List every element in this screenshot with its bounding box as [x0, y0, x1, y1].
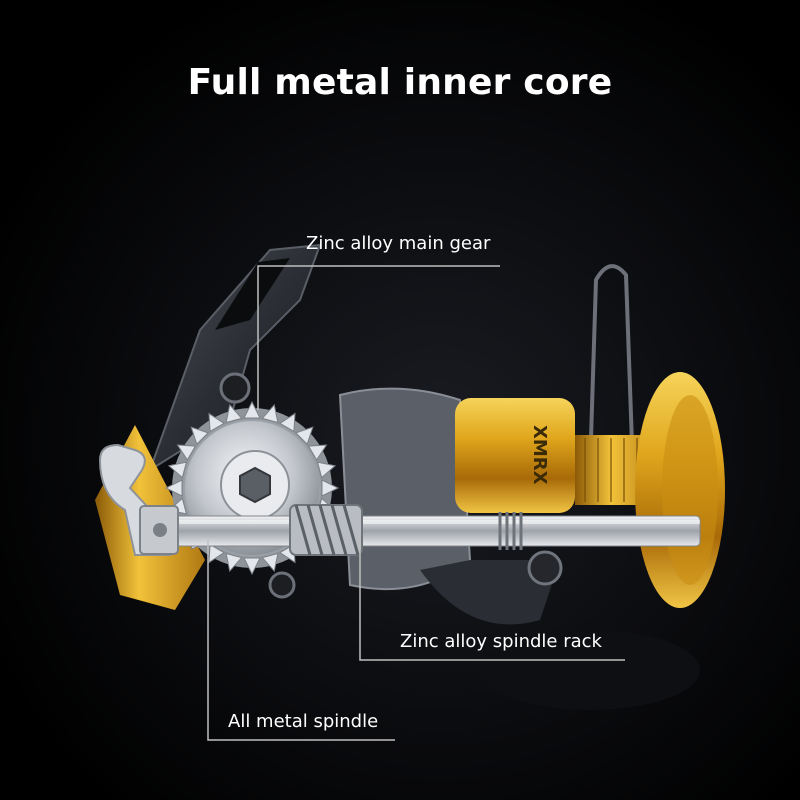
pinion-gear: [289, 504, 363, 556]
spool-front: [455, 398, 575, 513]
callout-line-main-gear: [257, 265, 500, 410]
headline: Full metal inner core: [187, 62, 613, 103]
frame-screw-lower: [268, 571, 296, 599]
callout-lines: [207, 265, 625, 741]
callout-spindle: All metal spindle: [228, 711, 379, 732]
spindle-thread: [498, 512, 523, 550]
body-screw: [527, 550, 563, 586]
frame-cutout: [215, 258, 290, 330]
connector-bolt: [153, 523, 167, 537]
reel-body-lower: [420, 560, 560, 625]
callout-spindle-rack: Zinc alloy spindle rack: [400, 631, 602, 652]
spool-rim-inner: [662, 395, 718, 585]
callout-line-spindle-rack: [359, 530, 625, 661]
callout-line-spindle: [207, 540, 395, 741]
spool-brand-text: XMRX: [529, 425, 550, 485]
frame-screw: [219, 372, 251, 404]
bail-wire: [588, 264, 636, 501]
callout-main-gear: Zinc alloy main gear: [306, 233, 491, 254]
reel-shadow: [480, 630, 700, 710]
gear-hex-hole: [239, 466, 271, 504]
